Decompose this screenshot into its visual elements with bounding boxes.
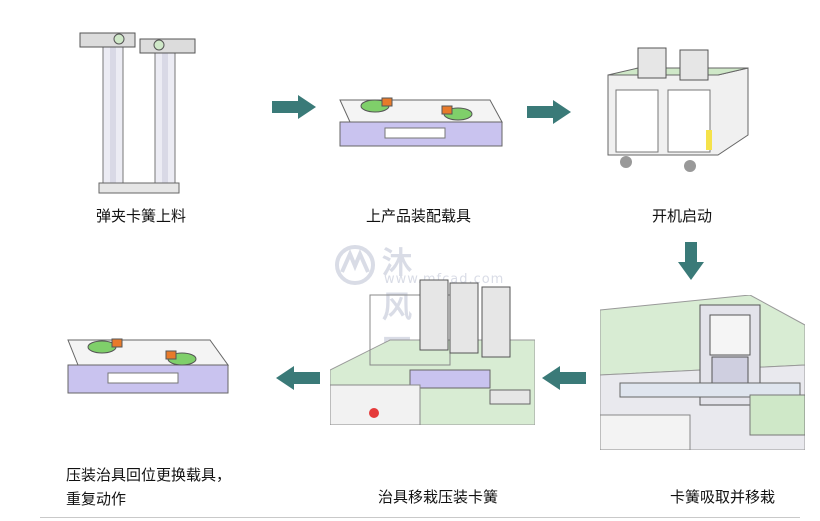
arrow-right-2 <box>525 98 573 130</box>
step2-caption: 上产品装配载具 <box>366 207 472 225</box>
arrow-right-1 <box>270 93 318 125</box>
arrow-left-1 <box>540 364 588 396</box>
step3-image <box>598 40 758 175</box>
step4-caption: 卡簧吸取并移栽 <box>670 488 776 506</box>
step6-caption: 压装治具回位更换载具，重复动作 <box>66 466 232 508</box>
arrow-left-2 <box>274 364 322 396</box>
step1-caption: 弹夹卡簧上料 <box>96 207 187 225</box>
step5-caption: 治具移栽压装卡簧 <box>378 488 499 506</box>
bottom-divider <box>40 517 800 518</box>
step3-caption: 开机启动 <box>652 207 713 225</box>
step2-image <box>330 80 505 160</box>
mfcad-logo-icon <box>335 245 375 285</box>
step6-image <box>60 325 235 410</box>
step4-image <box>600 295 805 450</box>
arrow-down <box>676 240 706 286</box>
step5-image <box>330 275 535 425</box>
step1-image <box>75 25 200 200</box>
